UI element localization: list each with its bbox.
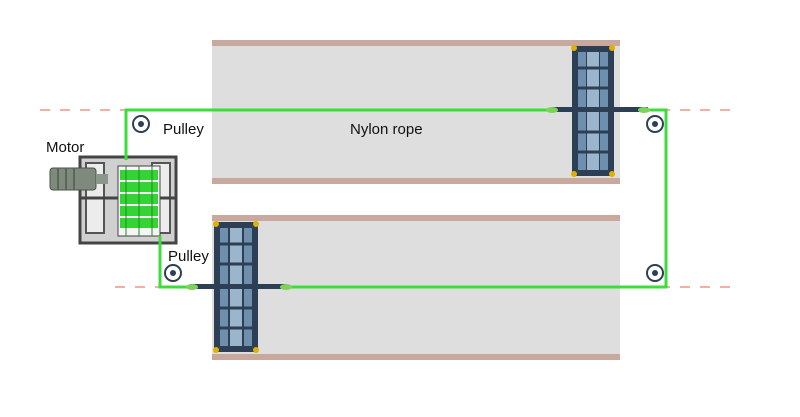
winch-spool-icon: [117, 165, 161, 237]
motor-icon: [49, 167, 108, 191]
pulley-icon: [646, 264, 664, 282]
pulley-icon: [646, 115, 664, 133]
nylon-rope-label: Nylon rope: [350, 121, 423, 138]
pulley-icon: [164, 264, 182, 282]
pulley-icon: [132, 115, 150, 133]
carriage-bottom: [190, 221, 286, 353]
carriage-top: [552, 45, 648, 177]
motor-label: Motor: [46, 139, 85, 156]
pulley-label-top: Pulley: [163, 121, 204, 138]
pulley-label-bottom: Pulley: [168, 248, 209, 265]
nylon-rope: [124, 107, 668, 290]
